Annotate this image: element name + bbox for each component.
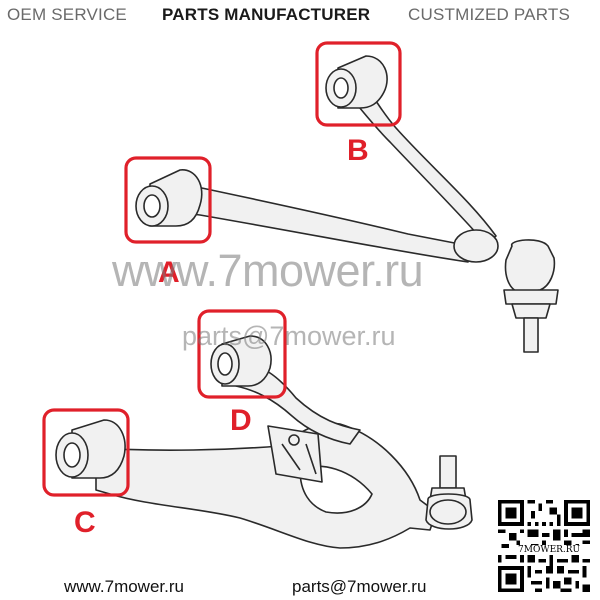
upper-arm-front-link [175,182,471,263]
label-c: C [74,506,96,539]
bushing-d-hole [217,352,233,376]
label-b: B [347,134,369,167]
upper-ball-joint-housing [453,229,499,263]
highlight-box-d [197,309,287,399]
lower-arm-rear-link [235,361,361,445]
parts-manufacturer-label: PARTS MANUFACTURER [162,5,371,24]
bracket-edge-1 [281,443,301,471]
bracket-edge-2 [305,443,317,475]
bushing-a-hole [143,194,161,218]
header-bar: OEM SERVICE PARTS MANUFACTURER CUSTMIZED… [0,0,600,30]
highlight-boxes [42,41,402,497]
bushing-b-hole [333,77,349,99]
upper-control-arm [135,55,559,353]
upper-ball-joint-stud [523,317,539,353]
footer-email[interactable]: parts@7mower.ru [292,577,427,596]
lower-arm-body [95,422,437,549]
customized-parts-label: CUSTMIZED PARTS [408,5,570,24]
shock-mount-bracket [267,425,323,483]
upper-ball-joint-collar [503,289,559,305]
bushing-c-hole [63,442,81,468]
oem-service-label: OEM SERVICE [7,5,127,24]
label-a: A [158,256,180,289]
lower-ball-joint-housing [429,499,467,525]
highlight-box-c [42,408,130,497]
upper-ball-joint-boot [504,239,556,293]
qr-label: 7MOWER.RU [516,545,583,555]
label-d: D [230,404,252,437]
watermark-site: www.7mower.ru [112,245,424,296]
upper-ball-joint-neck [511,303,551,319]
bracket-bolt-top [288,434,300,446]
watermark-email: parts@7mower.ru [182,321,396,351]
lower-ball-joint-stud [439,455,457,489]
footer-website[interactable]: www.7mower.ru [64,577,184,596]
highlight-box-a [124,156,212,244]
highlight-box-b [315,41,402,127]
lower-control-arm [55,335,473,549]
